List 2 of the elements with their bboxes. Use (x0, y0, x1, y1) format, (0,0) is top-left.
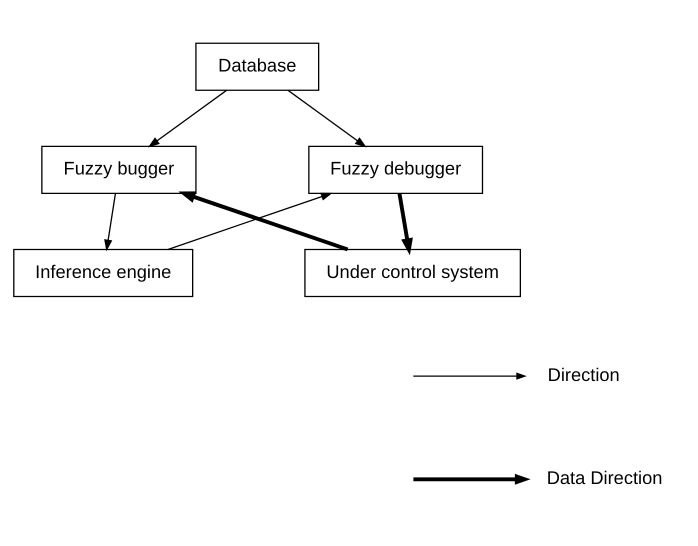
legend-label: Data Direction (546, 467, 662, 488)
legend-label: Direction (548, 364, 620, 385)
